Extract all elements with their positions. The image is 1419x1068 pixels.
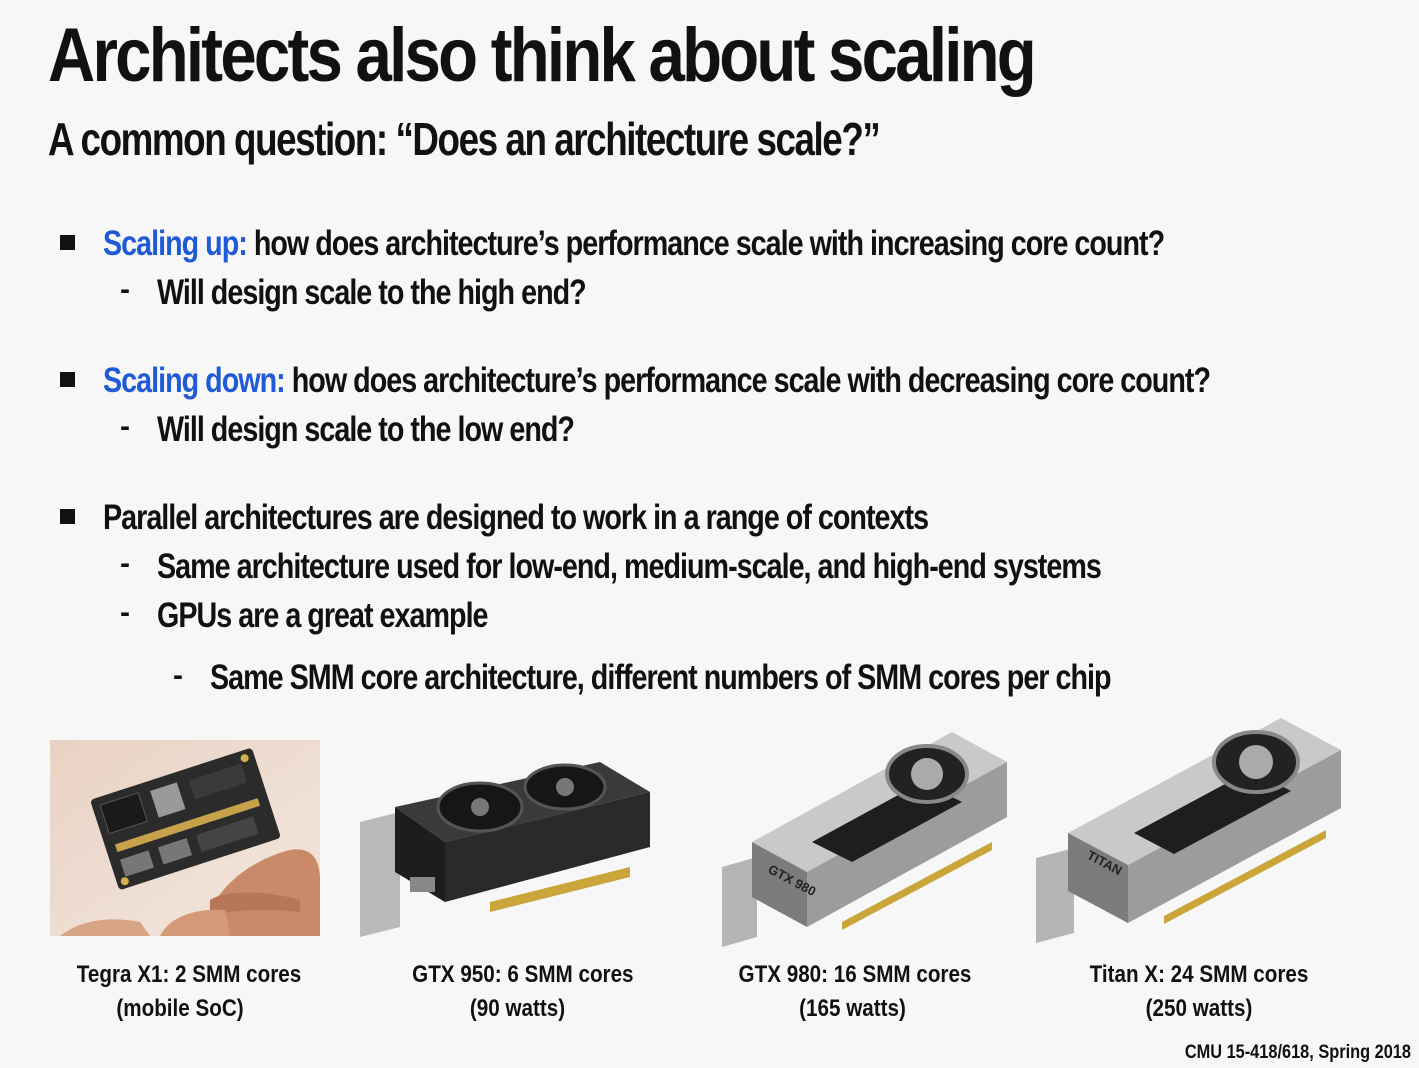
sub-sub-bullet: Same SMM core architecture, different nu… xyxy=(210,658,1112,697)
bullet-marker xyxy=(60,235,75,250)
gtx-950-card-image xyxy=(360,752,655,942)
titan-x-card-image: TITAN xyxy=(1036,708,1346,948)
sub-bullet: Will design scale to the high end? xyxy=(157,273,587,312)
bullet-lead: Scaling down: xyxy=(103,361,286,400)
caption-line: (165 watts) xyxy=(799,995,906,1022)
caption-gtx-980: GTX 980: 16 SMM cores (165 watts) xyxy=(738,958,972,1026)
bullet-lead: Scaling up: xyxy=(103,224,248,263)
dash-marker: - xyxy=(120,410,130,443)
caption-line: GTX 980: 16 SMM cores xyxy=(738,961,972,988)
caption-line: (90 watts) xyxy=(469,995,566,1022)
bullet-text: how does architecture’s performance scal… xyxy=(284,361,1211,400)
bullet-marker xyxy=(60,372,75,387)
gtx-980-card-image: GTX 980 xyxy=(722,722,1012,952)
slide-subtitle: A common question: “Does an architecture… xyxy=(48,113,881,165)
bullet-scaling-down: Scaling down: how does architecture’s pe… xyxy=(103,361,1211,400)
sub-bullet: Will design scale to the low end? xyxy=(157,410,575,449)
caption-line: Titan X: 24 SMM cores xyxy=(1089,961,1309,988)
sub-bullet: GPUs are a great example xyxy=(157,596,489,635)
caption-gtx-950: GTX 950: 6 SMM cores (90 watts) xyxy=(412,958,634,1026)
bullet-text: how does architecture’s performance scal… xyxy=(246,224,1165,263)
course-footer: CMU 15-418/618, Spring 2018 xyxy=(1184,1042,1411,1063)
bullet-marker xyxy=(60,509,75,524)
dash-marker: - xyxy=(173,659,183,692)
bullet-scaling-up: Scaling up: how does architecture’s perf… xyxy=(103,224,1165,263)
caption-line: (mobile SoC) xyxy=(116,995,244,1022)
dash-marker: - xyxy=(120,547,130,580)
dash-marker: - xyxy=(120,273,130,306)
caption-line: GTX 950: 6 SMM cores xyxy=(412,961,634,988)
caption-line: (250 watts) xyxy=(1145,995,1253,1022)
caption-tegra-x1: Tegra X1: 2 SMM cores (mobile SoC) xyxy=(76,958,302,1026)
caption-line: Tegra X1: 2 SMM cores xyxy=(76,961,302,988)
slide-title: Architects also think about scaling xyxy=(48,13,1037,98)
sub-bullet: Same architecture used for low-end, medi… xyxy=(157,547,1102,586)
tegra-x1-photo xyxy=(50,740,320,936)
caption-titan-x: Titan X: 24 SMM cores (250 watts) xyxy=(1086,958,1311,1026)
bullet-parallel: Parallel architectures are designed to w… xyxy=(103,498,929,537)
dash-marker: - xyxy=(120,596,130,629)
